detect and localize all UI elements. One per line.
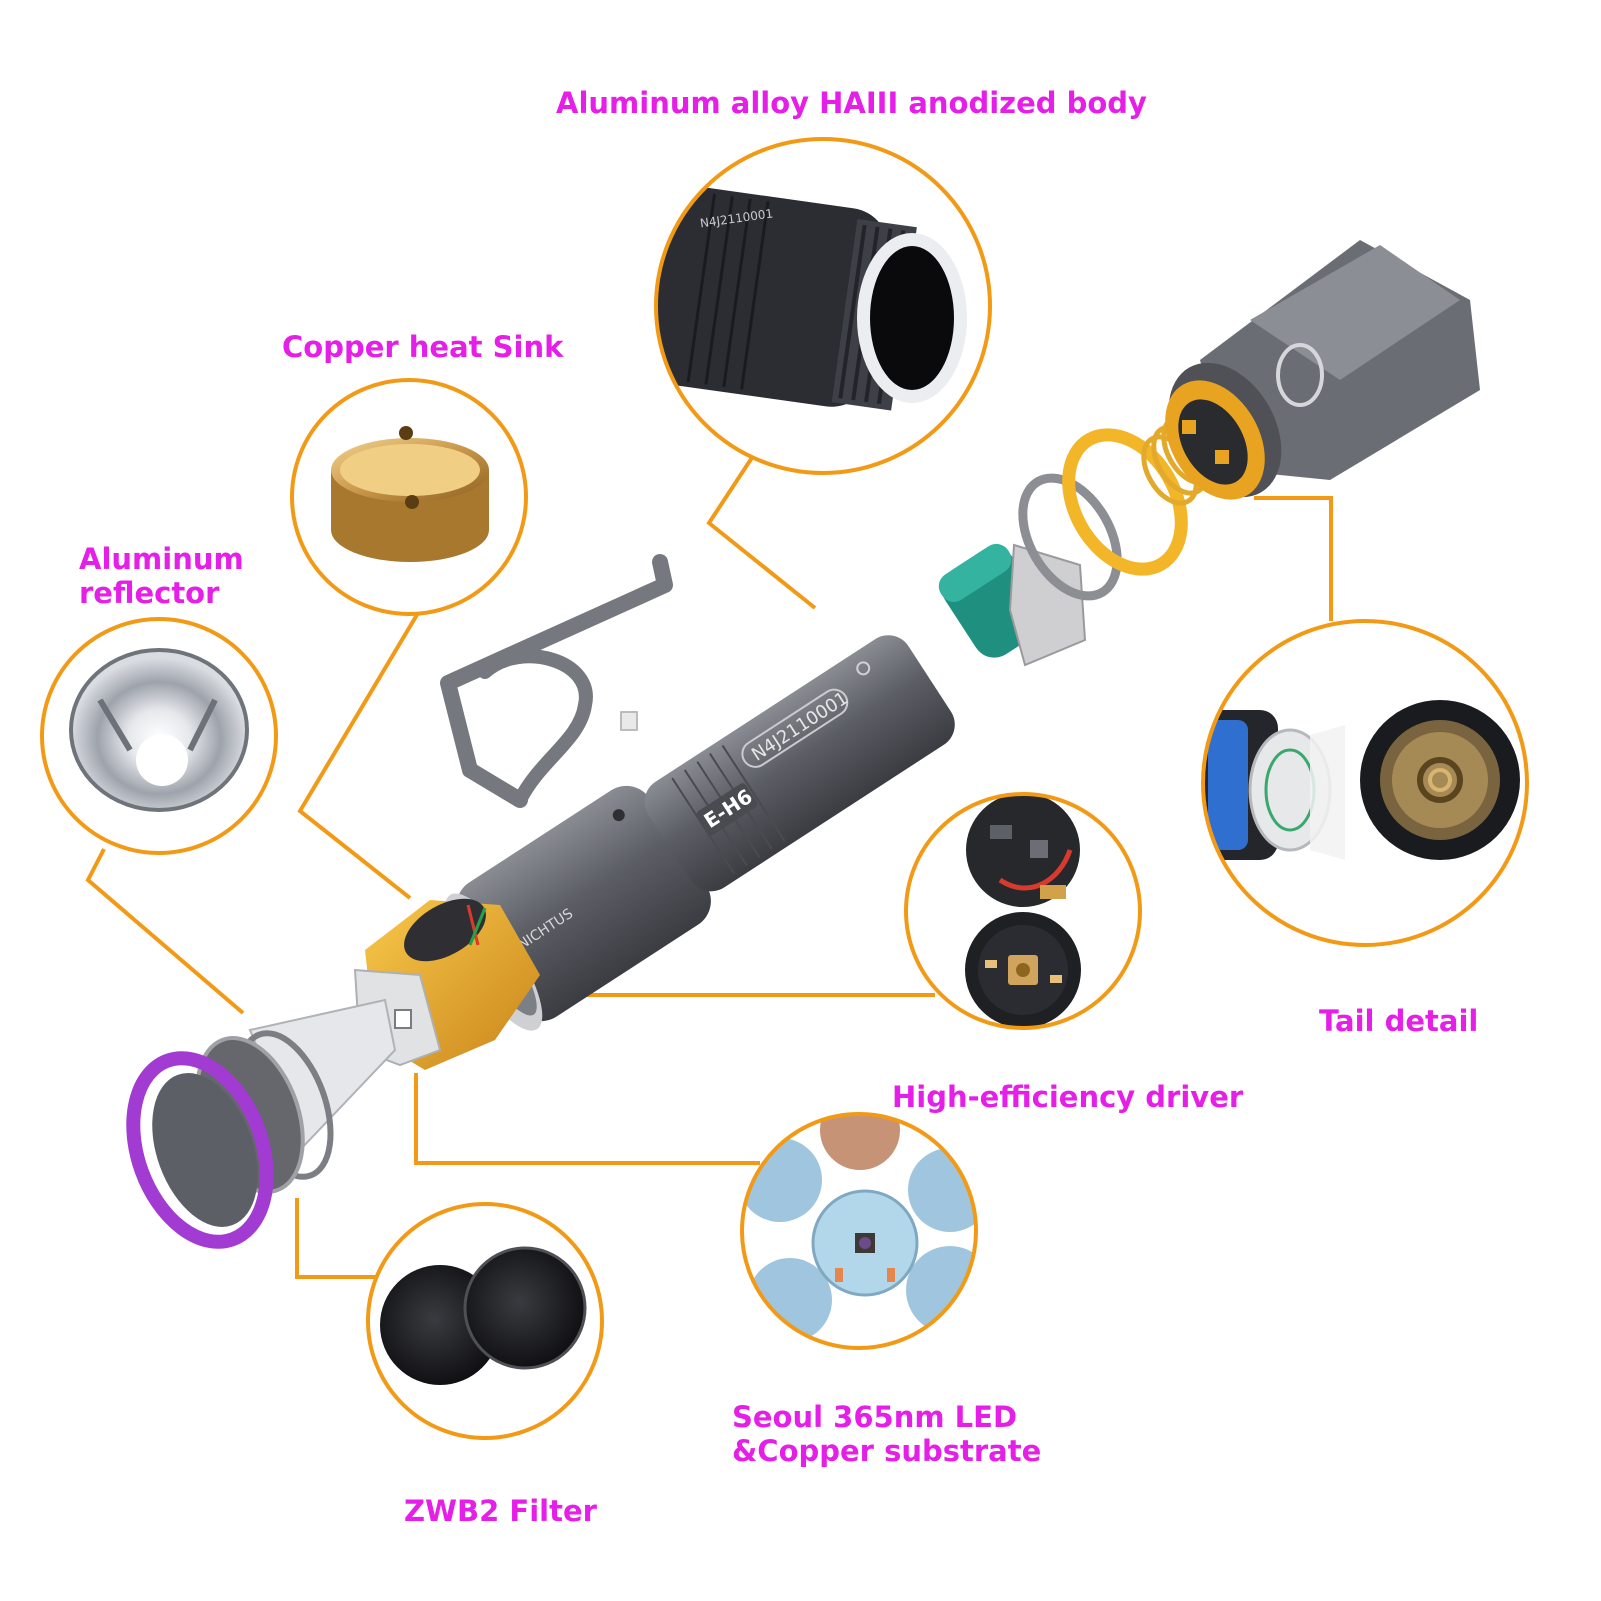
callout-line-led — [414, 1073, 760, 1165]
flashlight-assembly: N4J2110001 E-H6 NICHTUS — [126, 240, 1480, 1249]
detail-driver — [904, 792, 1142, 1030]
pocket-clip — [440, 554, 673, 808]
detail-led-ring — [740, 1112, 978, 1350]
callout-line-copper — [297, 611, 420, 900]
gold-ring — [1062, 428, 1188, 576]
callout-line-reflector — [85, 848, 245, 1015]
label-aluminum-reflector: Aluminum reflector — [79, 542, 244, 610]
detail-body-ring — [654, 137, 992, 475]
detail-driver-ring — [904, 792, 1142, 1030]
label-led: Seoul 365nm LED &Copper substrate — [732, 1400, 1042, 1468]
label-body: Aluminum alloy HAIII anodized body — [556, 86, 1147, 120]
detail-filter — [366, 1202, 604, 1440]
label-tail-detail: Tail detail — [1319, 1004, 1479, 1038]
callout-lines — [85, 448, 1333, 1279]
callout-line-tail — [1254, 496, 1333, 621]
spacer-block — [1008, 543, 1087, 667]
detail-copper-ring — [290, 378, 528, 616]
detail-led — [740, 1112, 978, 1350]
detail-tail — [1201, 619, 1529, 947]
callout-line-body — [706, 448, 817, 610]
detail-copper-heat-sink — [290, 378, 528, 616]
detail-reflector-ring — [40, 617, 278, 855]
label-filter: ZWB2 Filter — [404, 1494, 597, 1528]
detail-tail-ring — [1201, 619, 1529, 947]
label-copper-heat-sink: Copper heat Sink — [282, 330, 564, 364]
detail-filter-ring — [366, 1202, 604, 1440]
label-driver: High-efficiency driver — [892, 1080, 1244, 1114]
detail-reflector — [40, 617, 278, 855]
bezel-ring — [126, 1051, 274, 1249]
tail-cap — [1165, 240, 1480, 500]
detail-body: N4J2110001 — [654, 137, 992, 475]
callout-line-filter — [295, 1198, 383, 1279]
o-ring — [1018, 473, 1122, 601]
